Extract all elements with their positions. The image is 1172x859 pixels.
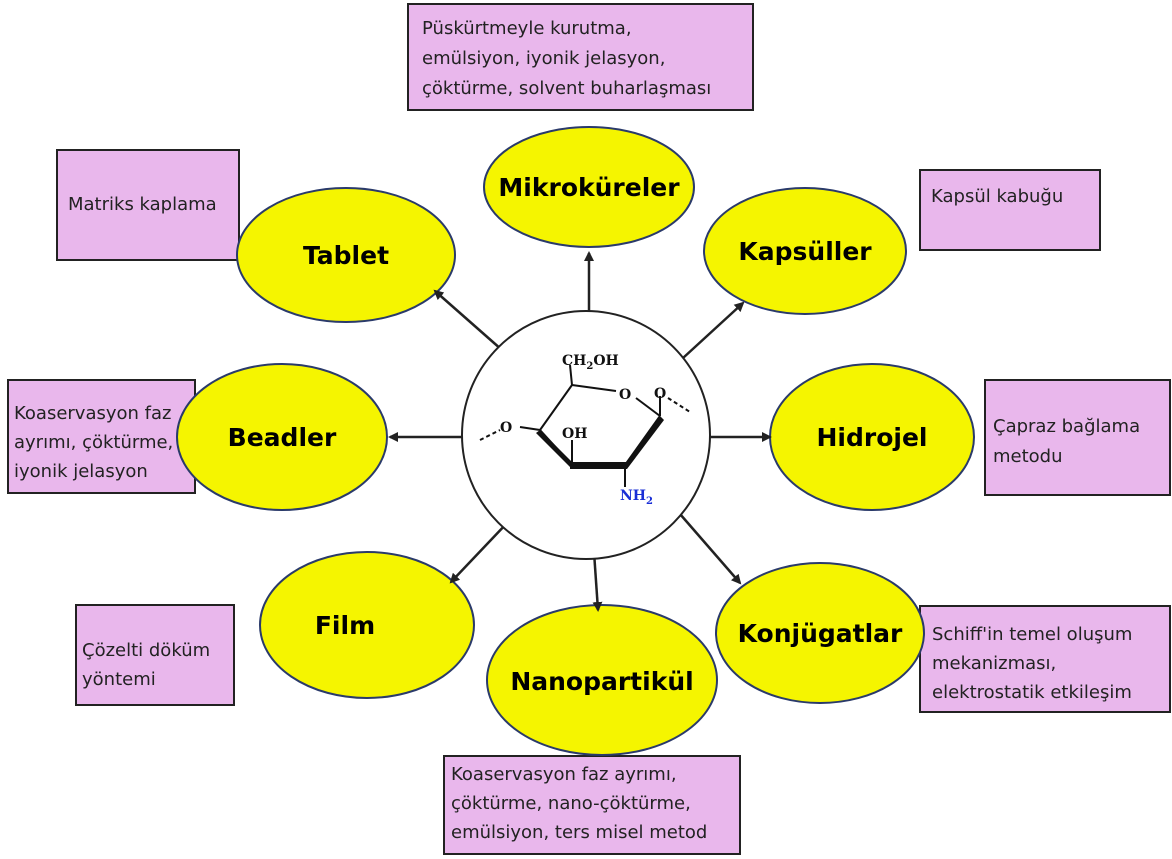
box-film-line-1: Çözelti döküm [82, 640, 210, 661]
box-mikrokureler: Püskürtmeyle kurutma, emülsiyon, iyonik … [407, 3, 754, 111]
arrow-to-nanopartikul [592, 551, 603, 612]
box-nanopartikul: Koaservasyon faz ayrımı, çöktürme, nano-… [443, 755, 741, 855]
bold-wedge [536, 430, 572, 469]
box-konjugatlar-line-1: Schiff'in temel oluşum [932, 624, 1132, 645]
arrow-to-konjugatlar [679, 513, 742, 585]
box-tablet-line-1: Matriks kaplama [68, 194, 217, 215]
node-konjugatlar-label: Konjügatlar [738, 619, 903, 648]
node-film-label: Film [315, 611, 375, 640]
node-mikrokureler: Mikroküreler [483, 126, 695, 248]
box-nanopartikul-line-3: emülsiyon, ters misel metod [451, 822, 707, 843]
node-beadler-label: Beadler [228, 423, 337, 452]
box-film-line-2: yöntemi [82, 669, 156, 690]
box-hidrojel: Çapraz bağlama metodu [984, 379, 1171, 496]
box-hidrojel-line-1: Çapraz bağlama [993, 416, 1140, 437]
box-nanopartikul-line-2: çöktürme, nano-çöktürme, [451, 793, 691, 814]
node-konjugatlar: Konjügatlar [715, 562, 925, 704]
box-beadler-line-3: iyonik jelasyon [14, 461, 148, 482]
box-beadler: Koaservasyon faz ayrımı, çöktürme, iyoni… [7, 379, 196, 494]
node-kapsuller-label: Kapsüller [738, 237, 872, 266]
arrow-to-film [449, 521, 509, 584]
label-anomeric-oxygen: O [654, 386, 666, 402]
box-mikrokureler-line-1: Püskürtmeyle kurutma, [422, 18, 632, 39]
box-mikrokureler-line-3: çöktürme, solvent buharlaşması [422, 78, 711, 99]
box-kapsuller-line-1: Kapsül kabuğu [931, 186, 1063, 207]
arrows [388, 251, 772, 612]
label-ch2oh: CH2OH [562, 353, 619, 372]
node-nanopartikul: Nanopartikül [486, 604, 718, 756]
box-film: Çözelti döküm yöntemi [75, 604, 235, 706]
bold-wedge-right [627, 416, 664, 469]
box-beadler-line-2: ayrımı, çöktürme, [14, 432, 173, 453]
node-tablet: Tablet [236, 187, 456, 323]
box-tablet: Matriks kaplama [56, 149, 240, 261]
box-konjugatlar-line-3: elektrostatik etkileşim [932, 682, 1132, 703]
node-nanopartikul-label: Nanopartikül [510, 667, 693, 696]
label-ring-oxygen: O [619, 387, 631, 403]
node-hidrojel: Hidrojel [769, 363, 975, 511]
node-tablet-label: Tablet [303, 241, 389, 270]
box-mikrokureler-line-2: emülsiyon, iyonik jelasyon, [422, 48, 665, 69]
label-hydroxyl: OH [562, 426, 587, 442]
box-kapsuller: Kapsül kabuğu [919, 169, 1101, 251]
node-kapsuller: Kapsüller [703, 187, 907, 315]
arrow-to-tablet [433, 289, 503, 351]
node-hidrojel-label: Hidrojel [817, 423, 928, 452]
node-film: Film [259, 551, 475, 699]
box-konjugatlar: Schiff'in temel oluşum mekanizması, elek… [919, 605, 1171, 713]
node-beadler: Beadler [176, 363, 388, 511]
box-hidrojel-line-2: metodu [993, 446, 1063, 467]
box-nanopartikul-line-1: Koaservasyon faz ayrımı, [451, 764, 677, 785]
center-structure: CH2OH O OH O O NH2 [461, 310, 711, 560]
arrow-to-kapsuller [682, 301, 745, 359]
node-mikrokureler-label: Mikroküreler [498, 173, 680, 202]
box-beadler-line-1: Koaservasyon faz [14, 403, 171, 424]
label-glycosidic-oxygen: O [500, 420, 512, 436]
label-amine: NH2 [620, 488, 653, 507]
box-konjugatlar-line-2: mekanizması, [932, 653, 1056, 674]
bold-bond [570, 462, 627, 469]
